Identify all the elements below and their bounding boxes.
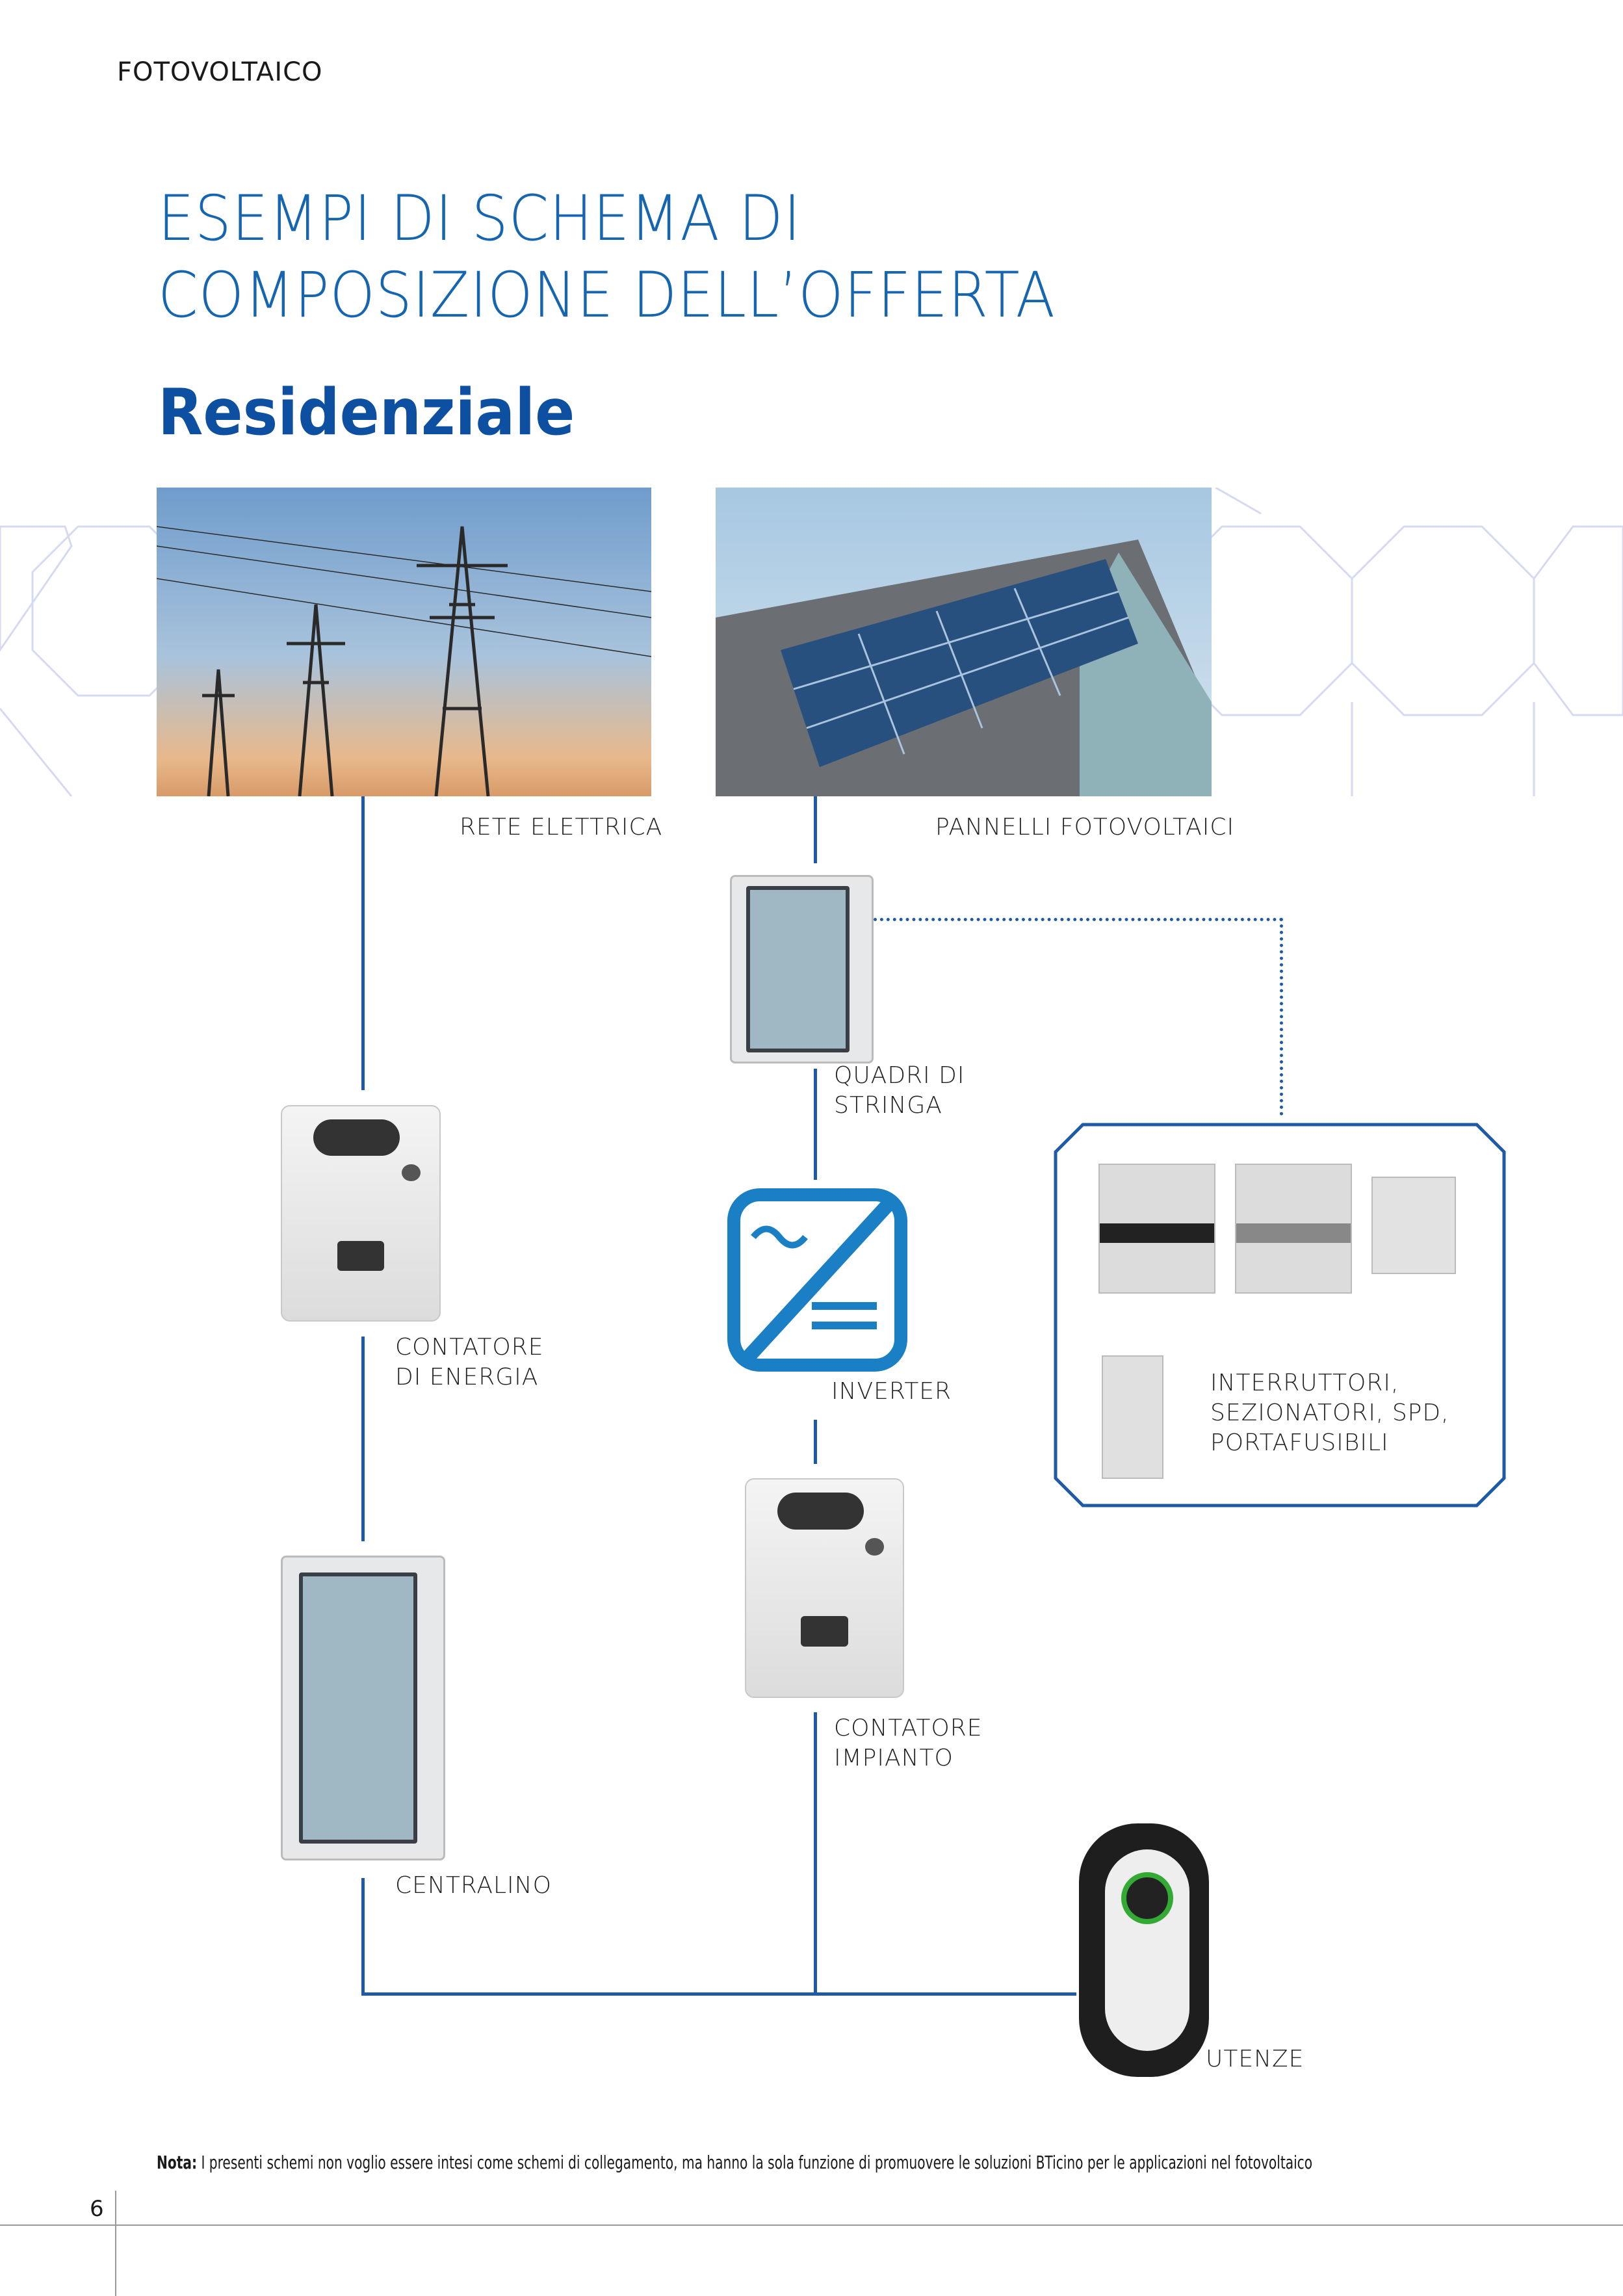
disconnector-image (1235, 1164, 1352, 1294)
connector-line (814, 1712, 817, 1996)
footer-divider (115, 2191, 116, 2296)
inverter-icon (727, 1188, 907, 1372)
label-contatore-energia: CONTATORE DI ENERGIA (395, 1333, 544, 1392)
label-centralino: CENTRALINO (395, 1872, 552, 1899)
label-utenze: UTENZE (1206, 2046, 1305, 2072)
page-title-line1: ESEMPI DI SCHEMA DI (158, 182, 801, 255)
label-pannelli-fotovoltaici: PANNELLI FOTOVOLTAICI (935, 814, 1235, 841)
centralino-image (281, 1556, 445, 1860)
label-inverter: INVERTER (831, 1378, 952, 1405)
energy-meter-image (281, 1105, 441, 1322)
page-title-line2: COMPOSIZIONE DELL’OFFERTA (158, 259, 1056, 332)
label-protezioni: INTERRUTTORI, SEZIONATORI, SPD, PORTAFUSIB… (1210, 1368, 1449, 1458)
label-line: DI ENERGIA (395, 1364, 539, 1390)
dotted-connector (874, 918, 1283, 1115)
label-contatore-impianto: CONTATORE IMPIANTO (834, 1714, 983, 1773)
footnote-label: Nota: (157, 2152, 198, 2173)
label-line: QUADRI DI (834, 1062, 965, 1089)
connector-line (361, 1992, 1076, 1996)
pylon-icon (157, 526, 651, 796)
protection-devices-frame (1054, 1123, 1506, 1507)
footnote-text: I presenti schemi non voglio essere inte… (197, 2152, 1313, 2173)
page-subtitle: Residenziale (158, 376, 575, 450)
photo-solar-roof (716, 488, 1212, 796)
label-line: STRINGA (834, 1092, 942, 1119)
connector-line (814, 1069, 817, 1180)
string-box-image (730, 875, 874, 1063)
connector-line (361, 796, 365, 1090)
page-number: 6 (90, 2196, 104, 2222)
connector-line (361, 1878, 365, 1996)
label-line: CONTATORE (395, 1334, 544, 1361)
circuit-breaker-image (1098, 1164, 1215, 1294)
ev-charger-image (1079, 1823, 1209, 2077)
label-rete-elettrica: RETE ELETTRICA (460, 814, 663, 841)
label-line: INTERRUTTORI, (1210, 1370, 1399, 1396)
footnote: Nota: I presenti schemi non voglio esser… (157, 2152, 1312, 2173)
label-line: PORTAFUSIBILI (1210, 1429, 1389, 1456)
connector-line (814, 796, 817, 863)
label-quadri-stringa: QUADRI DI STRINGA (834, 1061, 965, 1121)
section-header: FOTOVOLTAICO (117, 57, 323, 87)
photo-power-grid (157, 488, 651, 796)
connector-line (361, 1337, 365, 1541)
fuse-holder-image (1102, 1355, 1163, 1479)
label-line: SEZIONATORI, SPD, (1210, 1400, 1449, 1426)
solar-panel-icon (716, 540, 1212, 796)
label-line: IMPIANTO (834, 1745, 954, 1771)
footer-rule (0, 2224, 1623, 2226)
label-line: CONTATORE (834, 1715, 983, 1742)
connector-line (814, 1420, 817, 1464)
plant-meter-image (745, 1478, 904, 1698)
spd-image (1371, 1177, 1456, 1274)
